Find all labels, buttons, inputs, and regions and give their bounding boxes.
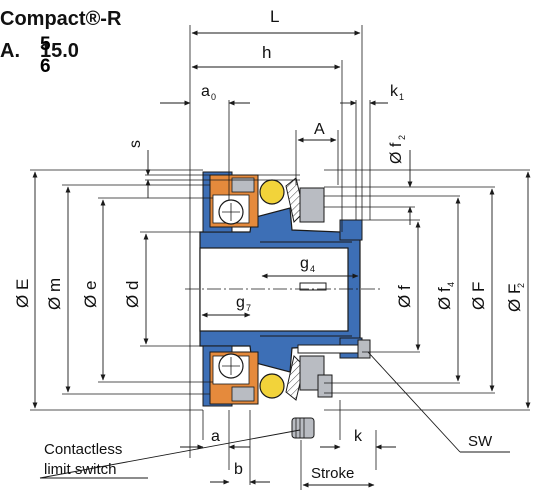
label-A: A	[314, 121, 325, 138]
label-E: Ø E	[13, 279, 32, 308]
label-e: Ø e	[81, 281, 100, 308]
label-F2-sub: 2	[516, 283, 526, 288]
type-code: A. 15.0	[0, 40, 79, 63]
type-code-suffix: 15.0	[40, 40, 79, 62]
keyway	[299, 282, 327, 291]
lower-screw-head	[357, 339, 371, 359]
labels: L h a 0 k 1 A s Ø f 2 Ø E Ø m Ø e Ø d g …	[13, 7, 526, 482]
label-f: Ø f	[395, 285, 414, 308]
label-a: a	[211, 428, 220, 445]
product-name: Compact®-R	[0, 8, 122, 30]
type-code-denominator: 6	[40, 56, 51, 77]
extension-lines	[30, 25, 530, 490]
label-switch-line2: limit switch	[44, 461, 117, 478]
limit-switch-sensor	[317, 374, 333, 398]
product-title: Compact®-R	[0, 8, 121, 31]
label-a0-sub: 0	[211, 92, 216, 102]
proximity-sensor	[291, 417, 315, 439]
hub-assembly	[199, 171, 371, 439]
upper-spring-ball	[259, 179, 285, 205]
label-k1: k	[390, 83, 399, 100]
label-f4: Ø f	[435, 287, 454, 310]
label-g7-sub: 7	[246, 303, 251, 313]
label-switch-line1: Contactless	[44, 441, 122, 458]
label-a0: a	[201, 83, 210, 100]
leader-switch	[39, 429, 301, 479]
label-d: Ø d	[123, 281, 142, 308]
label-g4: g	[300, 255, 309, 272]
label-k: k	[354, 428, 363, 445]
label-b: b	[234, 461, 243, 478]
label-g7: g	[236, 294, 245, 311]
label-m: Ø m	[45, 278, 64, 310]
label-F2: Ø F	[505, 284, 524, 312]
dimension-lines	[32, 30, 531, 488]
label-k1-sub: 1	[399, 92, 404, 102]
label-g4-sub: 4	[310, 264, 315, 274]
label-f4-sub: 4	[446, 282, 456, 287]
type-code-numerator: 5	[40, 34, 51, 55]
label-F: Ø F	[469, 282, 488, 310]
label-h: h	[262, 43, 271, 62]
upper-pressure-ring	[299, 187, 325, 223]
type-code-prefix: A.	[0, 40, 20, 62]
label-sw: SW	[468, 433, 493, 450]
label-f2: Ø f	[388, 142, 405, 164]
upper-adjust-nut	[339, 219, 363, 241]
label-f2-sub: 2	[397, 135, 407, 140]
label-L: L	[270, 7, 279, 26]
leader-lines	[39, 351, 510, 479]
label-stroke: Stroke	[311, 465, 354, 482]
lower-spring-ball	[259, 373, 285, 399]
leader-sw	[367, 351, 461, 453]
label-s: s	[127, 140, 144, 148]
lower-screw	[297, 344, 361, 354]
